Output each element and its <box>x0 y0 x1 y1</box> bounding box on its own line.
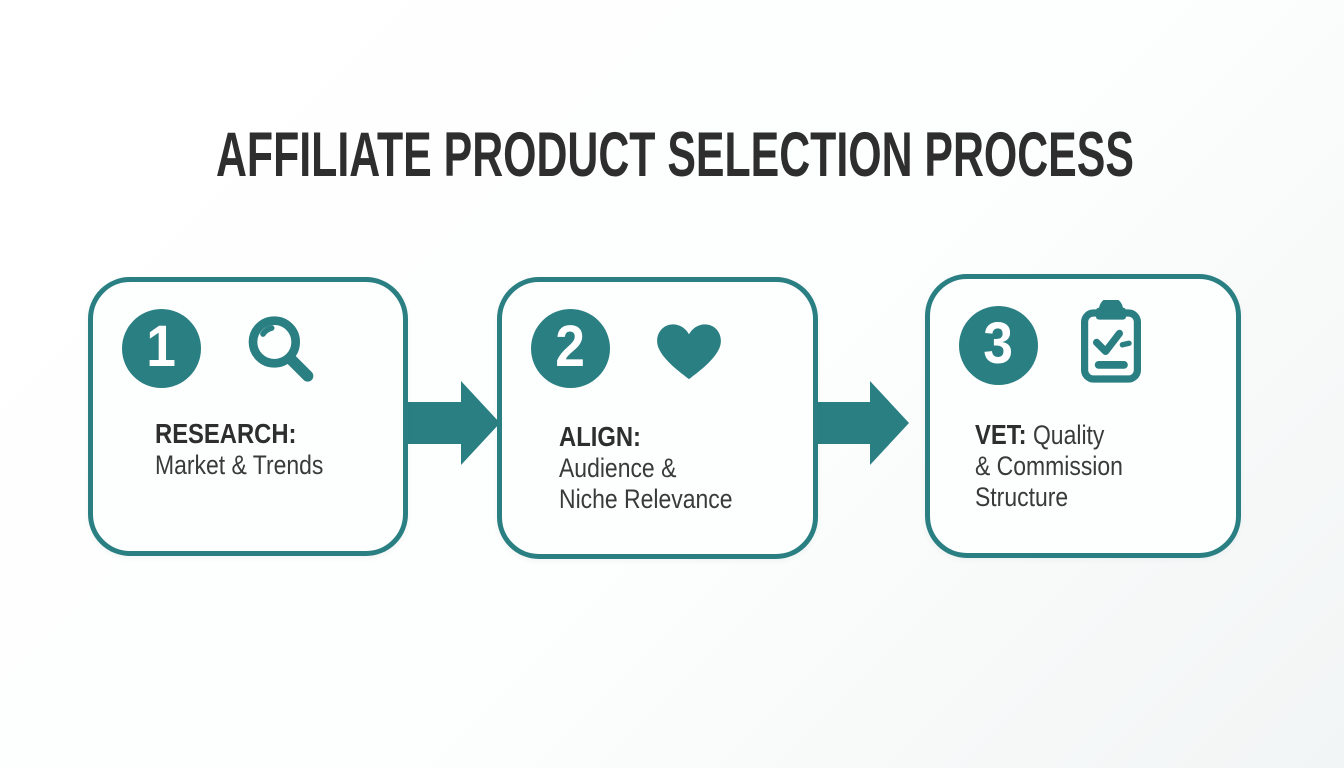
step-desc-line: Audience & <box>559 453 677 483</box>
step-label: RESEARCH: Market & Trends <box>155 418 323 481</box>
step-number: 1 <box>146 313 177 379</box>
step-label: ALIGN: Audience & Niche Relevance <box>559 421 732 515</box>
arrow-right-icon <box>813 381 909 470</box>
step-number-badge: 1 <box>122 309 201 388</box>
step-desc-line: Niche Relevance <box>559 484 733 514</box>
step-number: 2 <box>555 313 586 379</box>
heart-icon <box>645 306 733 394</box>
step-card-align: 2 ALIGN: Audience & Niche Relevance <box>497 277 818 559</box>
step-title-line: VET: Quality <box>975 419 1105 450</box>
step-card-vet: 3 VET: Quality & Commission Structure <box>925 274 1241 558</box>
step-card-research: 1 RESEARCH: Market & Trends <box>88 277 408 556</box>
step-desc-line: Market & Trends <box>155 450 324 480</box>
clipboard-check-icon <box>1067 299 1155 387</box>
step-desc-line: Structure <box>975 482 1069 512</box>
page-title-wrap: AFFILIATE PRODUCT SELECTION PROCESS <box>0 122 1344 188</box>
page-title: AFFILIATE PRODUCT SELECTION PROCESS <box>215 120 1134 190</box>
step-number: 3 <box>983 310 1014 376</box>
magnifier-icon <box>236 306 324 394</box>
step-desc-line: & Commission <box>975 451 1123 481</box>
arrow-right-icon <box>404 381 500 470</box>
step-title-line: ALIGN: <box>559 421 641 452</box>
step-title-line: RESEARCH: <box>155 418 297 449</box>
step-number-badge: 2 <box>531 309 610 388</box>
step-label: VET: Quality & Commission Structure <box>975 419 1123 513</box>
step-number-badge: 3 <box>959 306 1038 385</box>
